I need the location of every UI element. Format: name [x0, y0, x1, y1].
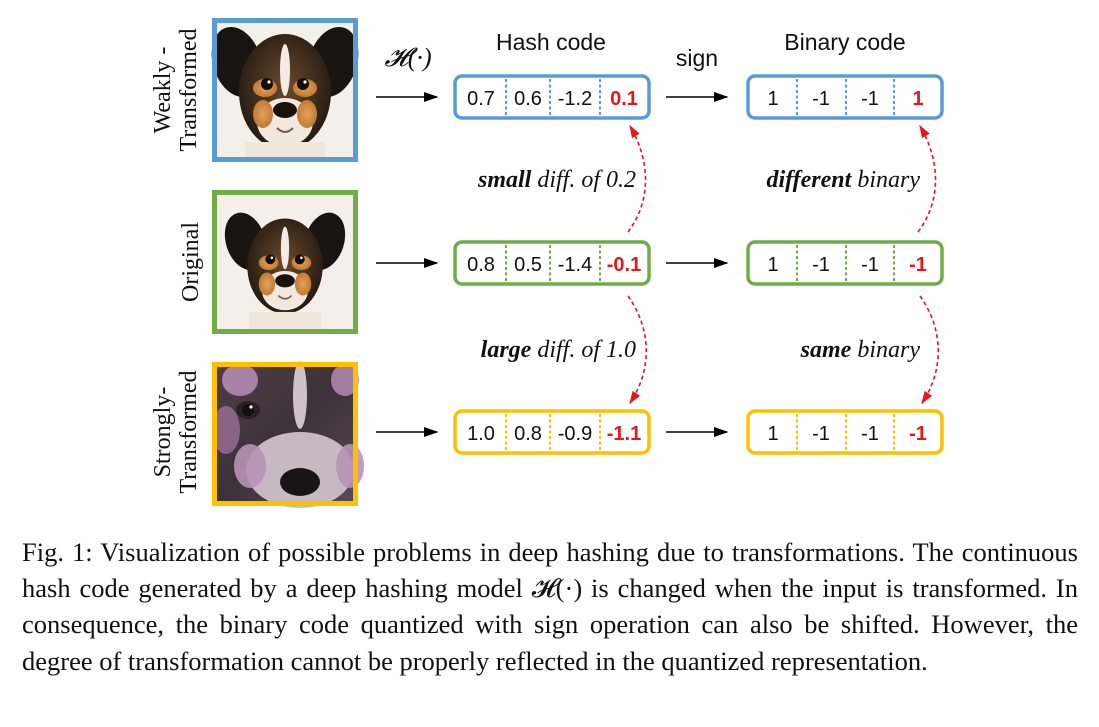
- annotation-large-diff: large diff. of 1.0: [481, 337, 636, 363]
- row-label-strong-line1: Strongly-: [150, 387, 176, 478]
- binary-value-highlight: -1: [909, 254, 927, 276]
- hash-value: -0.9: [558, 423, 592, 445]
- binary-code-box-strong: 1 -1 -1 -1: [746, 409, 944, 455]
- annotation-bold: same: [800, 337, 852, 363]
- hash-value: 0.7: [467, 88, 495, 110]
- binary-code-box-weak: 1 -1 -1 1: [746, 74, 944, 120]
- figure-caption: Fig. 1: Visualization of possible proble…: [22, 537, 1078, 676]
- puppy-image-weak: [211, 18, 359, 162]
- row-label-strong-line2: Transformed: [176, 370, 202, 493]
- puppy-image-strong: [212, 361, 364, 508]
- hash-value: -1.4: [558, 254, 592, 276]
- binary-value: -1: [861, 88, 879, 110]
- row-label-weak: Weakly - Transformed: [150, 28, 202, 151]
- row-label-original-line1: Original: [178, 222, 204, 302]
- hash-value: -1.2: [558, 88, 592, 110]
- annotation-same-binary: same binary: [800, 337, 921, 363]
- hash-code-box-strong: 1.0 0.8 -0.9 -1.1: [453, 409, 651, 455]
- puppy-image-original: [212, 190, 358, 334]
- row-label-weak-line2: Transformed: [176, 28, 202, 151]
- annotation-bold: small: [477, 167, 532, 193]
- binary-value: -1: [812, 254, 830, 276]
- row-label-original: Original: [178, 222, 204, 302]
- annotation-rest: diff. of 1.0: [531, 337, 636, 363]
- annotation-rest: diff. of 0.2: [531, 167, 636, 193]
- annotation-rest: binary: [851, 337, 920, 363]
- binary-value: 1: [767, 88, 778, 110]
- binary-value: -1: [812, 423, 830, 445]
- dashed-arrow-binary-down: [919, 295, 940, 405]
- annotation-rest: binary: [851, 167, 920, 193]
- binary-value-highlight: 1: [912, 88, 923, 110]
- figure-diagram: 𝓗(·) Hash code sign Binary code Weakly -…: [150, 18, 944, 508]
- binary-value-highlight: -1: [909, 423, 927, 445]
- binary-code-header: Binary code: [784, 29, 905, 55]
- function-label: 𝓗(·): [384, 43, 431, 72]
- hash-code-box-original: 0.8 0.5 -1.4 -0.1: [453, 240, 651, 286]
- hash-value: 0.8: [467, 254, 495, 276]
- hash-value: 0.6: [514, 88, 542, 110]
- row-label-weak-line1: Weakly -: [150, 47, 176, 134]
- annotation-small-diff: small diff. of 0.2: [477, 167, 636, 193]
- dashed-arrow-binary-up: [917, 124, 937, 233]
- annotation-different-binary: different binary: [766, 167, 920, 193]
- annotation-bold: large: [481, 337, 532, 363]
- binary-value: 1: [767, 254, 778, 276]
- hash-value: 0.8: [514, 423, 542, 445]
- dashed-arrow-hash-up: [627, 124, 647, 233]
- hash-value-highlight: -0.1: [607, 254, 641, 276]
- hash-code-header: Hash code: [496, 29, 606, 55]
- annotation-bold: different: [766, 167, 852, 193]
- binary-value: -1: [861, 254, 879, 276]
- hash-value-highlight: 0.1: [610, 88, 638, 110]
- dashed-arrow-hash-down: [627, 295, 648, 405]
- hash-code-box-weak: 0.7 0.6 -1.2 0.1: [453, 74, 651, 120]
- binary-code-box-original: 1 -1 -1 -1: [746, 240, 944, 286]
- row-label-strong: Strongly- Transformed: [150, 370, 202, 493]
- binary-value: -1: [812, 88, 830, 110]
- hash-value-highlight: -1.1: [607, 423, 641, 445]
- sign-label: sign: [676, 45, 718, 71]
- hash-value: 1.0: [467, 423, 495, 445]
- binary-value: 1: [767, 423, 778, 445]
- hash-value: 0.5: [514, 254, 542, 276]
- binary-value: -1: [861, 423, 879, 445]
